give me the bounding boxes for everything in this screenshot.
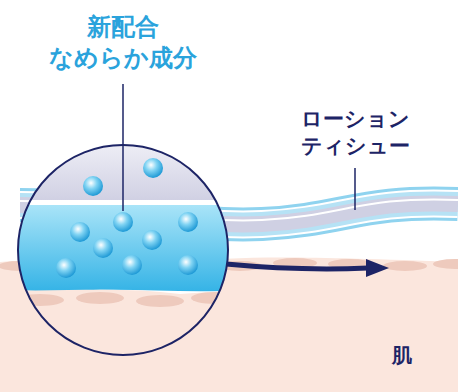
- skin-label: 肌: [382, 342, 422, 368]
- label-text: 新配合 なめらか成分: [38, 12, 208, 74]
- leader-line: [122, 84, 124, 211]
- leader-line: [354, 168, 356, 210]
- ingredient-label: 新配合 なめらか成分: [38, 12, 208, 74]
- slide-arrow: [226, 259, 389, 277]
- label-text: 肌: [392, 342, 412, 368]
- magnifier: [10, 140, 240, 360]
- tissue-label: ローション ティシュー: [285, 106, 425, 161]
- ingredient-particles: [56, 158, 198, 278]
- label-text: ローション ティシュー: [285, 106, 425, 161]
